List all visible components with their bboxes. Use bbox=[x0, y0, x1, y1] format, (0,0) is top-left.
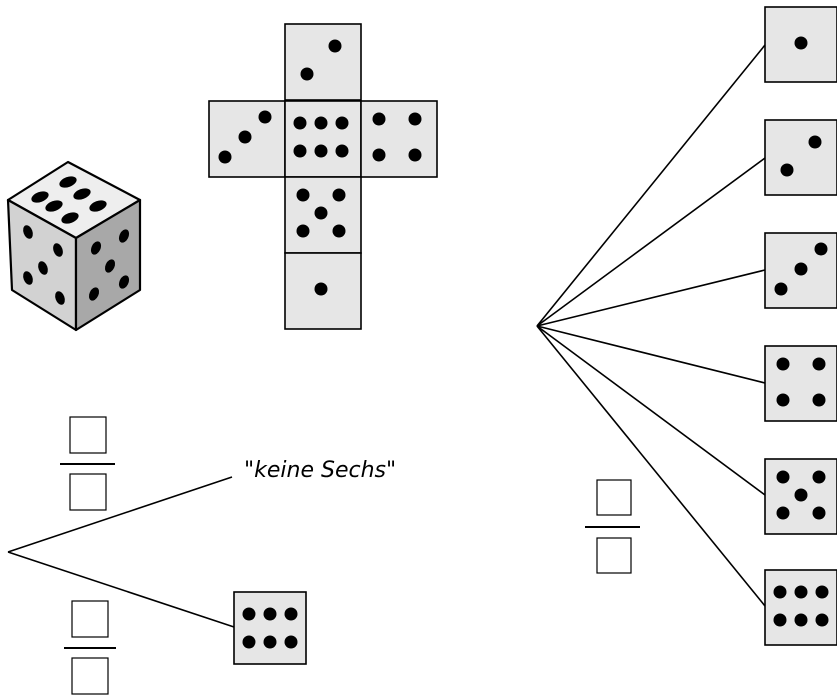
tree-small-branch-upper bbox=[7, 476, 233, 553]
quote-open: " bbox=[244, 458, 255, 483]
label-keine-sechs: "keine Sechs" bbox=[244, 458, 396, 483]
outcome-die-5 bbox=[764, 458, 837, 535]
net-face-left bbox=[208, 100, 286, 178]
net-face-center bbox=[284, 100, 362, 178]
label-keine-sechs-text: keine Sechs bbox=[254, 458, 386, 483]
tree-large bbox=[536, 6, 837, 646]
outcome-die-6 bbox=[764, 569, 837, 646]
fraction-upper bbox=[60, 416, 115, 511]
net-face-bottom bbox=[284, 252, 362, 330]
net-face-below bbox=[284, 176, 362, 254]
quote-close: " bbox=[386, 458, 397, 483]
fraction-lower bbox=[64, 600, 116, 695]
tree-small bbox=[7, 416, 307, 695]
outcome-die-4 bbox=[764, 345, 837, 422]
tree-small-branch-lower bbox=[7, 551, 235, 628]
outcome-die-3 bbox=[764, 232, 837, 309]
fraction-large bbox=[585, 479, 640, 574]
outcome-die-2 bbox=[764, 119, 837, 196]
net-face-right bbox=[360, 100, 438, 178]
outcome-six-die bbox=[233, 591, 307, 665]
outcome-die-1 bbox=[764, 6, 837, 83]
net-face-top bbox=[284, 23, 362, 101]
die-net bbox=[208, 23, 438, 330]
3d-die-icon bbox=[6, 160, 142, 332]
